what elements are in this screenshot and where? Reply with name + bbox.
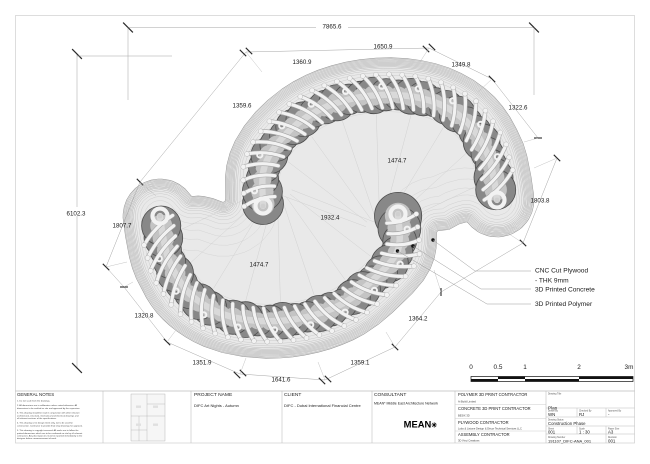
svg-text:1322.6: 1322.6 <box>509 105 528 112</box>
svg-text:1364.2: 1364.2 <box>409 316 428 323</box>
svg-text:Scale: Scale <box>579 429 585 431</box>
svg-text:PROJECT NAME: PROJECT NAME <box>194 392 233 398</box>
svg-text:Drawing Number: Drawing Number <box>548 436 565 439</box>
svg-text:191107_DIFC-ANA_001: 191107_DIFC-ANA_001 <box>548 439 592 444</box>
svg-text:CLIENT: CLIENT <box>284 392 301 398</box>
svg-text:WN: WN <box>548 412 555 417</box>
svg-text:3. This drawing should be read: 3. This drawing should be read in conjun… <box>17 412 80 415</box>
svg-text:Sheet: Sheet <box>548 428 554 431</box>
svg-text:5. This drawing is copyright r: 5. This drawing is copyright reserved. A… <box>17 429 79 432</box>
svg-text:1474.7: 1474.7 <box>250 262 269 269</box>
svg-text:Checked By: Checked By <box>579 411 592 413</box>
svg-text:Approved By: Approved By <box>608 410 622 413</box>
svg-text:ASSEMBLY CONTRACTOR: ASSEMBLY CONTRACTOR <box>458 432 510 437</box>
svg-text:001: 001 <box>608 439 616 444</box>
svg-text:contractors. Any discrepancies: contractors. Any discrepancies must be r… <box>17 435 83 438</box>
svg-text:0.5: 0.5 <box>494 364 503 371</box>
svg-text:all relevant sections of the s: all relevant sections of the specificati… <box>17 417 57 420</box>
svg-text:architectural, structural, mec: architectural, structural, mechanical an… <box>17 414 79 417</box>
svg-text:1359.1: 1359.1 <box>351 360 370 367</box>
svg-text:DIFC - Dubai International Fin: DIFC - Dubai International Financial Cen… <box>284 403 361 408</box>
svg-text:printed dimensions which are t: printed dimensions which are to be confi… <box>17 432 83 435</box>
svg-text:CONSULTANT: CONSULTANT <box>374 392 406 398</box>
svg-text:1803.8: 1803.8 <box>531 198 550 205</box>
svg-text:7865.6: 7865.6 <box>323 24 342 31</box>
svg-text:A3: A3 <box>608 430 614 435</box>
svg-text:RJ: RJ <box>579 412 584 417</box>
svg-text:designer before commencement o: designer before commencement of work. <box>17 437 57 440</box>
svg-text:1807.7: 1807.7 <box>113 223 132 230</box>
svg-text:1359.6: 1359.6 <box>233 103 252 110</box>
svg-text:1 : 30: 1 : 30 <box>579 430 590 435</box>
svg-text:CONCRETE 3D PRINT CONTRACTOR: CONCRETE 3D PRINT CONTRACTOR <box>458 406 531 411</box>
svg-text:001: 001 <box>548 430 556 435</box>
svg-text:6102.3: 6102.3 <box>67 211 86 218</box>
svg-text:DIFC Art Nights - Autumn: DIFC Art Nights - Autumn <box>194 403 239 408</box>
svg-text:3m: 3m <box>625 364 634 371</box>
svg-text:1351.9: 1351.9 <box>193 360 212 367</box>
svg-text:BESIX 3D: BESIX 3D <box>458 414 470 418</box>
svg-text:3D Printed Concrete: 3D Printed Concrete <box>535 287 595 294</box>
svg-text:-: - <box>608 412 610 417</box>
svg-text:Drawing Title: Drawing Title <box>548 393 562 396</box>
svg-text:1474.7: 1474.7 <box>388 158 407 165</box>
svg-text:Construction Phase: Construction Phase <box>548 421 586 426</box>
svg-text:0: 0 <box>469 364 473 371</box>
svg-text:Paper Size: Paper Size <box>608 428 620 431</box>
svg-text:dimensions to be verified on s: dimensions to be verified on site and ap… <box>17 407 80 410</box>
svg-text:PLYWOOD CONTRACTOR: PLYWOOD CONTRACTOR <box>458 420 509 425</box>
svg-text:- THK 9mm: - THK 9mm <box>535 278 569 285</box>
svg-text:MEAN* Middle East Architecture: MEAN* Middle East Architecture Network <box>374 402 438 406</box>
svg-text:2: 2 <box>577 364 581 371</box>
svg-text:1650.9: 1650.9 <box>374 44 393 51</box>
svg-text:1349.8: 1349.8 <box>452 62 471 69</box>
svg-text:Lobo & Listone Design & Décor: Lobo & Listone Design & Décor Technical … <box>458 427 522 431</box>
svg-text:Revision: Revision <box>608 437 618 439</box>
svg-text:1932.4: 1932.4 <box>321 215 340 222</box>
svg-text:MEAN✳: MEAN✳ <box>404 419 438 430</box>
svg-text:Plan: Plan <box>548 406 558 411</box>
svg-text:Drawing Status: Drawing Status <box>548 419 564 422</box>
svg-text:1: 1 <box>523 364 527 371</box>
svg-text:4. This drawing is for design: 4. This drawing is for design intent onl… <box>17 422 73 425</box>
svg-text:3D Printed Polymer: 3D Printed Polymer <box>535 301 593 308</box>
svg-text:1641.6: 1641.6 <box>272 377 291 384</box>
svg-text:1320.8: 1320.8 <box>135 313 154 320</box>
svg-text:3D Vinci Creations: 3D Vinci Creations <box>458 439 480 443</box>
svg-text:CNC Cut Plywood: CNC Cut Plywood <box>535 268 588 275</box>
svg-text:Ai Build Limited: Ai Build Limited <box>458 400 476 404</box>
svg-text:2. All dimensions are in milli: 2. All dimensions are in millimeters unl… <box>17 404 78 407</box>
svg-text:POLYMER 3D PRINT CONTRACTOR: POLYMER 3D PRINT CONTRACTOR <box>458 392 527 397</box>
svg-text:GENERAL NOTES: GENERAL NOTES <box>17 392 54 397</box>
svg-text:Drawn By: Drawn By <box>548 410 559 413</box>
svg-text:1. Do not scale from the drawi: 1. Do not scale from the drawings. <box>17 400 51 403</box>
svg-text:construction. Contractor to pr: construction. Contractor to provide fina… <box>17 424 83 427</box>
svg-text:1360.9: 1360.9 <box>293 59 312 66</box>
